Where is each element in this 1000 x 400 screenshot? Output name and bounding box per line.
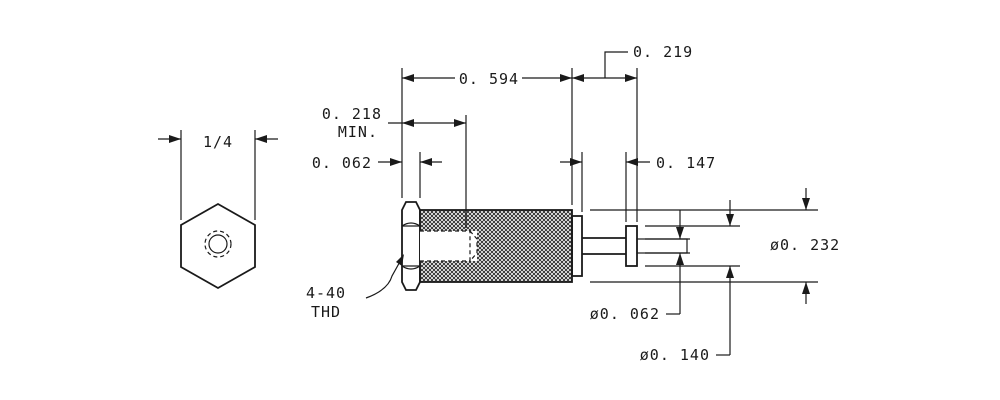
side-view: [401, 201, 688, 291]
dimensions: 0. 594 0. 219 0. 218 MIN. 0. 062 0. 147: [306, 43, 840, 364]
threaded-hole-outer: [204, 230, 232, 258]
pin-tip: [636, 238, 688, 254]
hex-head: [401, 201, 421, 291]
hex-end-view: 1/4: [158, 130, 278, 290]
thread-label: 4-40: [306, 284, 346, 302]
hex-width-label: 1/4: [203, 133, 233, 151]
overall-length-label: 0. 594: [459, 70, 519, 88]
hex-thickness-label: 0. 062: [312, 154, 372, 172]
thread-note: THD: [311, 303, 341, 321]
bore-depth-note: MIN.: [338, 123, 378, 141]
pin-collar: [625, 225, 638, 267]
internal-bore: [420, 231, 477, 261]
pin-length-label: 0. 219: [633, 43, 693, 61]
bore-depth-label: 0. 218: [322, 105, 382, 123]
hex-outline: [180, 202, 256, 290]
body-diameter-label: ø0. 232: [770, 236, 840, 254]
collar-label: 0. 147: [656, 154, 716, 172]
collar-diameter-label: ø0. 140: [640, 346, 710, 364]
threaded-hole-inner: [208, 234, 228, 254]
pin-tip-diameter-label: ø0. 062: [590, 305, 660, 323]
shoulder: [571, 215, 583, 277]
